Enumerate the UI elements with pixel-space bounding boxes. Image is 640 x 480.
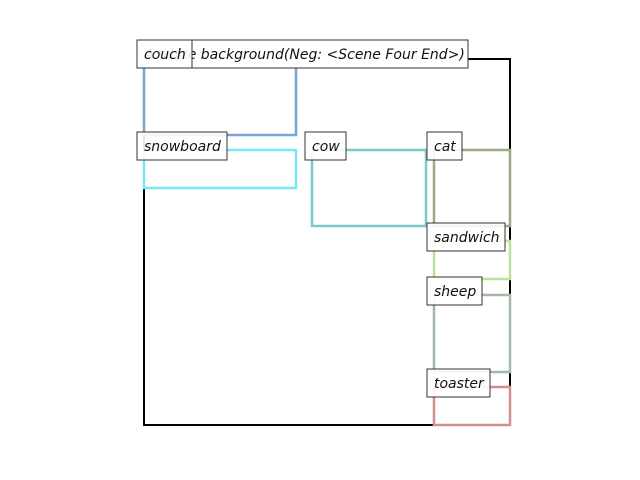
bbox-sheep <box>432 293 512 374</box>
bbox-label-text-snowboard: snowboard <box>144 139 221 155</box>
bbox-label-cow: cow <box>304 131 347 161</box>
bbox-label-text-cat: cat <box>434 139 456 155</box>
bbox-label-text-toaster: toaster <box>434 376 485 392</box>
bbox-label-text-sheep: sheep <box>434 284 476 300</box>
bbox-cat <box>432 148 512 228</box>
bbox-label-box-cat <box>426 131 463 161</box>
bbox-label-box-toaster <box>426 368 491 398</box>
bbox-label-text-sandwich: sandwich <box>434 230 500 246</box>
bbox-couch <box>142 57 298 137</box>
bbox-label-box-snowboard <box>136 131 228 161</box>
bbox-cow <box>310 148 428 228</box>
bbox-label-cat: cat <box>426 131 463 161</box>
bbox-label-snowboard: snowboard <box>136 131 228 161</box>
bbox-label-text-couch: couch <box>144 47 186 63</box>
bbox-label-toaster: toaster <box>426 368 491 398</box>
bbox-label-text-cow: cow <box>312 139 340 155</box>
bbox-label-sheep: sheep <box>426 276 483 306</box>
caption-label-text: A white background(Neg: <Scene Four End>… <box>143 47 465 63</box>
bbox-label-box-cow <box>304 131 347 161</box>
bbox-label-box-couch <box>136 39 193 69</box>
bbox-label-box-sandwich <box>426 222 506 252</box>
labels-layer: couch snowboard cow cat sandwich sheep toaster <box>136 39 506 398</box>
bbox-label-couch: couch <box>136 39 193 69</box>
bbox-label-box-sheep <box>426 276 483 306</box>
bbox-label-sandwich: sandwich <box>426 222 506 252</box>
